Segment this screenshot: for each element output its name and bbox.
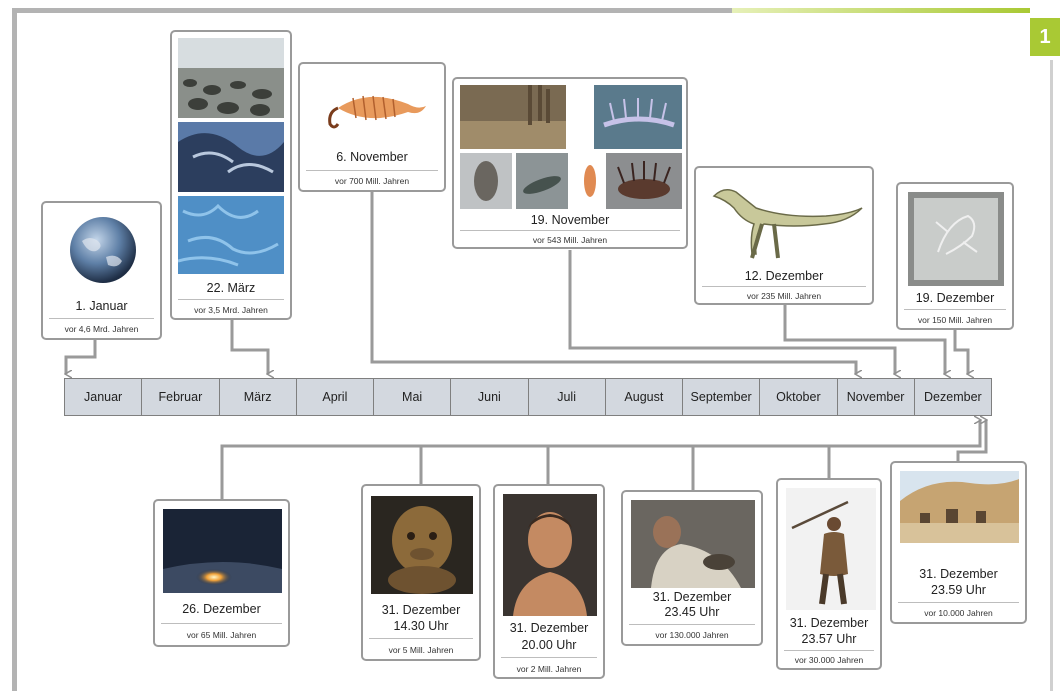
dinosaur-image <box>704 176 864 266</box>
card-nov19-title: 19. November <box>530 213 610 227</box>
card-divider <box>460 230 680 231</box>
card-januar-title: 1. Januar <box>75 299 128 313</box>
month-september: September <box>683 379 761 415</box>
frame-left-border <box>12 8 17 691</box>
neanderthal-image <box>631 500 755 588</box>
seabed-image <box>460 85 566 149</box>
card-dez26-title: 26. Dezember <box>182 602 261 616</box>
card-dez12-sub: vor 235 Mill. Jahren <box>746 291 822 301</box>
card-dez31-1430-title: 31. Dezember <box>381 603 461 617</box>
rock-fossil-image <box>178 122 284 192</box>
cave-dwellings-image <box>900 471 1019 543</box>
connector-nov19 <box>568 250 895 374</box>
connector-bottom-bus <box>220 420 980 502</box>
frame-right-border <box>1050 60 1053 691</box>
homo-sapiens-hunter-image <box>786 488 876 610</box>
card-dez31-2359-sub: vor 10.000 Jahren <box>924 608 993 618</box>
archaeopteryx-image <box>908 192 1004 286</box>
card-dez12: 12. Dezember vor 235 Mill. Jahren <box>694 166 874 305</box>
homo-erectus-image <box>503 494 597 616</box>
opabinia-image <box>516 153 568 209</box>
month-juli: Juli <box>529 379 606 415</box>
month-januar: Januar <box>65 379 143 415</box>
card-dez31-2357-title: 31. Dezember <box>789 616 869 630</box>
card-nov6: 6. November vor 700 Mill. Jahren <box>298 62 446 192</box>
card-nov19-sub: vor 543 Mill. Jahren <box>532 235 608 245</box>
month-februar: Februar <box>142 379 220 415</box>
card-dez31-2357-sub: vor 30.000 Jahren <box>794 655 864 665</box>
anomalocaris-image <box>318 74 428 142</box>
card-divider <box>178 299 284 300</box>
month-oktober: Oktober <box>760 379 838 415</box>
connector-maerz <box>230 320 268 374</box>
card-dez31-2345-sub: vor 130.000 Jahren <box>655 630 729 640</box>
card-divider <box>161 623 282 624</box>
connector-januar <box>66 340 97 374</box>
small-arthropod-image <box>578 159 602 203</box>
connector-dez12 <box>783 305 945 374</box>
card-januar: 1. Januar vor 4,6 Mrd. Jahren <box>41 201 162 340</box>
card-nov6-sub: vor 700 Mill. Jahren <box>334 176 410 186</box>
card-divider <box>898 602 1019 603</box>
card-dez31-2000-time: 20.00 Uhr <box>521 638 577 652</box>
month-november: November <box>838 379 915 415</box>
card-nov19: 19. November vor 543 Mill. Jahren <box>452 77 688 249</box>
frame-top-border <box>12 8 732 13</box>
card-divider <box>904 309 1006 310</box>
connector-dez19a <box>953 330 968 374</box>
card-dez26-sub: vor 65 Mill. Jahren <box>186 630 257 640</box>
connector-31e <box>956 420 986 462</box>
card-dez12-title: 12. Dezember <box>744 269 824 283</box>
cyanobacteria-image <box>178 196 284 274</box>
connector-nov6 <box>370 192 856 374</box>
month-timeline: Januar Februar März April Mai Juni Juli … <box>64 378 992 416</box>
card-dez31-2345-title: 31. Dezember <box>652 590 732 604</box>
card-dez31-2357: 31. Dezember 23.57 Uhr vor 30.000 Jahren <box>776 478 882 670</box>
card-divider <box>784 650 874 651</box>
card-dez31-2000-title: 31. Dezember <box>509 621 589 635</box>
card-maerz-title: 22. März <box>206 281 256 295</box>
card-maerz-sub: vor 3,5 Mrd. Jahren <box>194 305 268 315</box>
card-dez31-2359-title: 31. Dezember <box>919 567 998 581</box>
card-dez31-2357-time: 23.57 Uhr <box>801 632 857 646</box>
card-divider <box>369 638 473 639</box>
asteroid-impact-image <box>163 509 282 593</box>
card-dez31-1430-sub: vor 5 Mill. Jahren <box>388 645 454 655</box>
card-januar-sub: vor 4,6 Mrd. Jahren <box>64 324 139 334</box>
card-dez31-2345-time: 23.45 Uhr <box>664 605 720 619</box>
card-dez31-1430: 31. Dezember 14.30 Uhr vor 5 Mill. Jahre… <box>361 484 481 661</box>
card-dez31-2000: 31. Dezember 20.00 Uhr vor 2 Mill. Jahre… <box>493 484 605 679</box>
card-dez19-sub: vor 150 Mill. Jahren <box>917 315 993 325</box>
card-divider <box>306 170 438 171</box>
earth-image <box>68 213 138 287</box>
card-dez31-2359-time: 23.59 Uhr <box>931 583 986 597</box>
page-number-badge: 1 <box>1030 18 1060 56</box>
frame-accent-bar <box>732 8 1030 13</box>
card-divider <box>49 318 154 319</box>
card-dez31-2359: 31. Dezember 23.59 Uhr vor 10.000 Jahren <box>890 461 1027 624</box>
card-dez19-title: 19. Dezember <box>915 291 995 305</box>
card-dez31-2000-sub: vor 2 Mill. Jahren <box>516 664 582 674</box>
month-juni: Juni <box>451 379 529 415</box>
hallucigenia-image <box>594 85 682 149</box>
card-dez31-2345: 31. Dezember 23.45 Uhr vor 130.000 Jahre… <box>621 490 763 646</box>
card-dez31-1430-time: 14.30 Uhr <box>393 619 449 633</box>
trilobite-image <box>460 153 512 209</box>
month-april: April <box>297 379 374 415</box>
card-divider <box>501 657 597 658</box>
month-maerz: März <box>220 379 297 415</box>
card-maerz: 22. März vor 3,5 Mrd. Jahren <box>170 30 292 320</box>
card-divider <box>629 624 755 625</box>
month-mai: Mai <box>374 379 452 415</box>
australopithecus-image <box>371 496 473 594</box>
wiwaxia-image <box>606 153 682 209</box>
card-dez19: 19. Dezember vor 150 Mill. Jahren <box>896 182 1014 330</box>
card-dez26: 26. Dezember vor 65 Mill. Jahren <box>153 499 290 647</box>
card-divider <box>702 286 866 287</box>
month-august: August <box>606 379 683 415</box>
card-nov6-title: 6. November <box>336 150 408 164</box>
stromatolite-image <box>178 38 284 118</box>
month-dezember: Dezember <box>924 390 982 404</box>
